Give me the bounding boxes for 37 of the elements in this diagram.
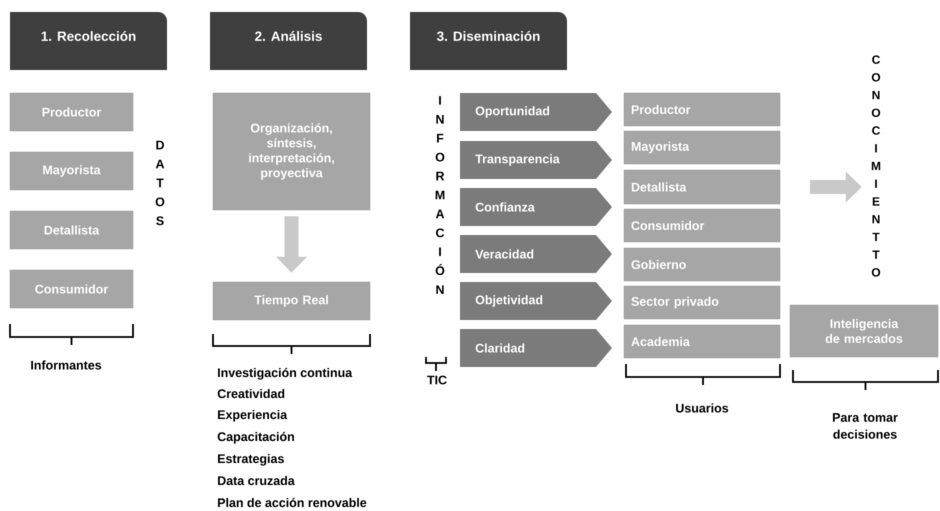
step-tab: 1. Recolección [10,12,167,70]
process-box: Inteligencia de mercados [790,304,938,358]
vertical-text: DATOS [156,140,164,226]
process-box: Consumidor [10,270,134,308]
list-item: Estrategias [218,454,284,466]
process-box: Academia [624,324,780,358]
process-box: Tiempo Real [212,282,370,320]
process-box: Gobierno [624,248,780,282]
chevron-box: Oportunidad [460,93,612,131]
process-box: Organización, síntesis, interpretación, proyectiva [212,92,370,210]
process-box: Mayorista [10,152,134,190]
bracket-label: Informantes [31,360,102,370]
list-item: Investigación continua [218,368,352,380]
chevron-box: Claridad [460,329,612,367]
step-tab: 3. Diseminación [410,12,567,70]
chevron-box: Veracidad [460,235,612,273]
process-box: Productor [10,92,134,132]
list-item: Plan de acción renovable [218,498,366,508]
bracket-label: TIC [427,376,447,384]
list-item: Capacitación [218,432,294,444]
vertical-text: INFORMACIÓN [436,96,444,294]
process-box: Productor [624,92,780,126]
process-box: Detallista [624,170,780,204]
vertical-text: CONOCIMIENTTO [872,55,880,277]
bracket-label: Para tomar decisiones [832,413,898,439]
process-box: Mayorista [624,130,780,164]
process-box: Detallista [10,210,134,250]
list-item: Creatividad [218,388,284,398]
chevron-box: Objetividad [460,282,612,320]
process-box: Sector privado [624,286,780,320]
bracket-label: Usuarios [676,403,728,413]
list-item: Experiencia [218,410,288,422]
chevron-box: Confianza [460,188,612,226]
process-box: Consumidor [624,208,780,242]
step-tab: 2. Análisis [210,12,367,70]
list-item: Data cruzada [218,476,295,486]
chevron-box: Transparencia [460,141,612,179]
